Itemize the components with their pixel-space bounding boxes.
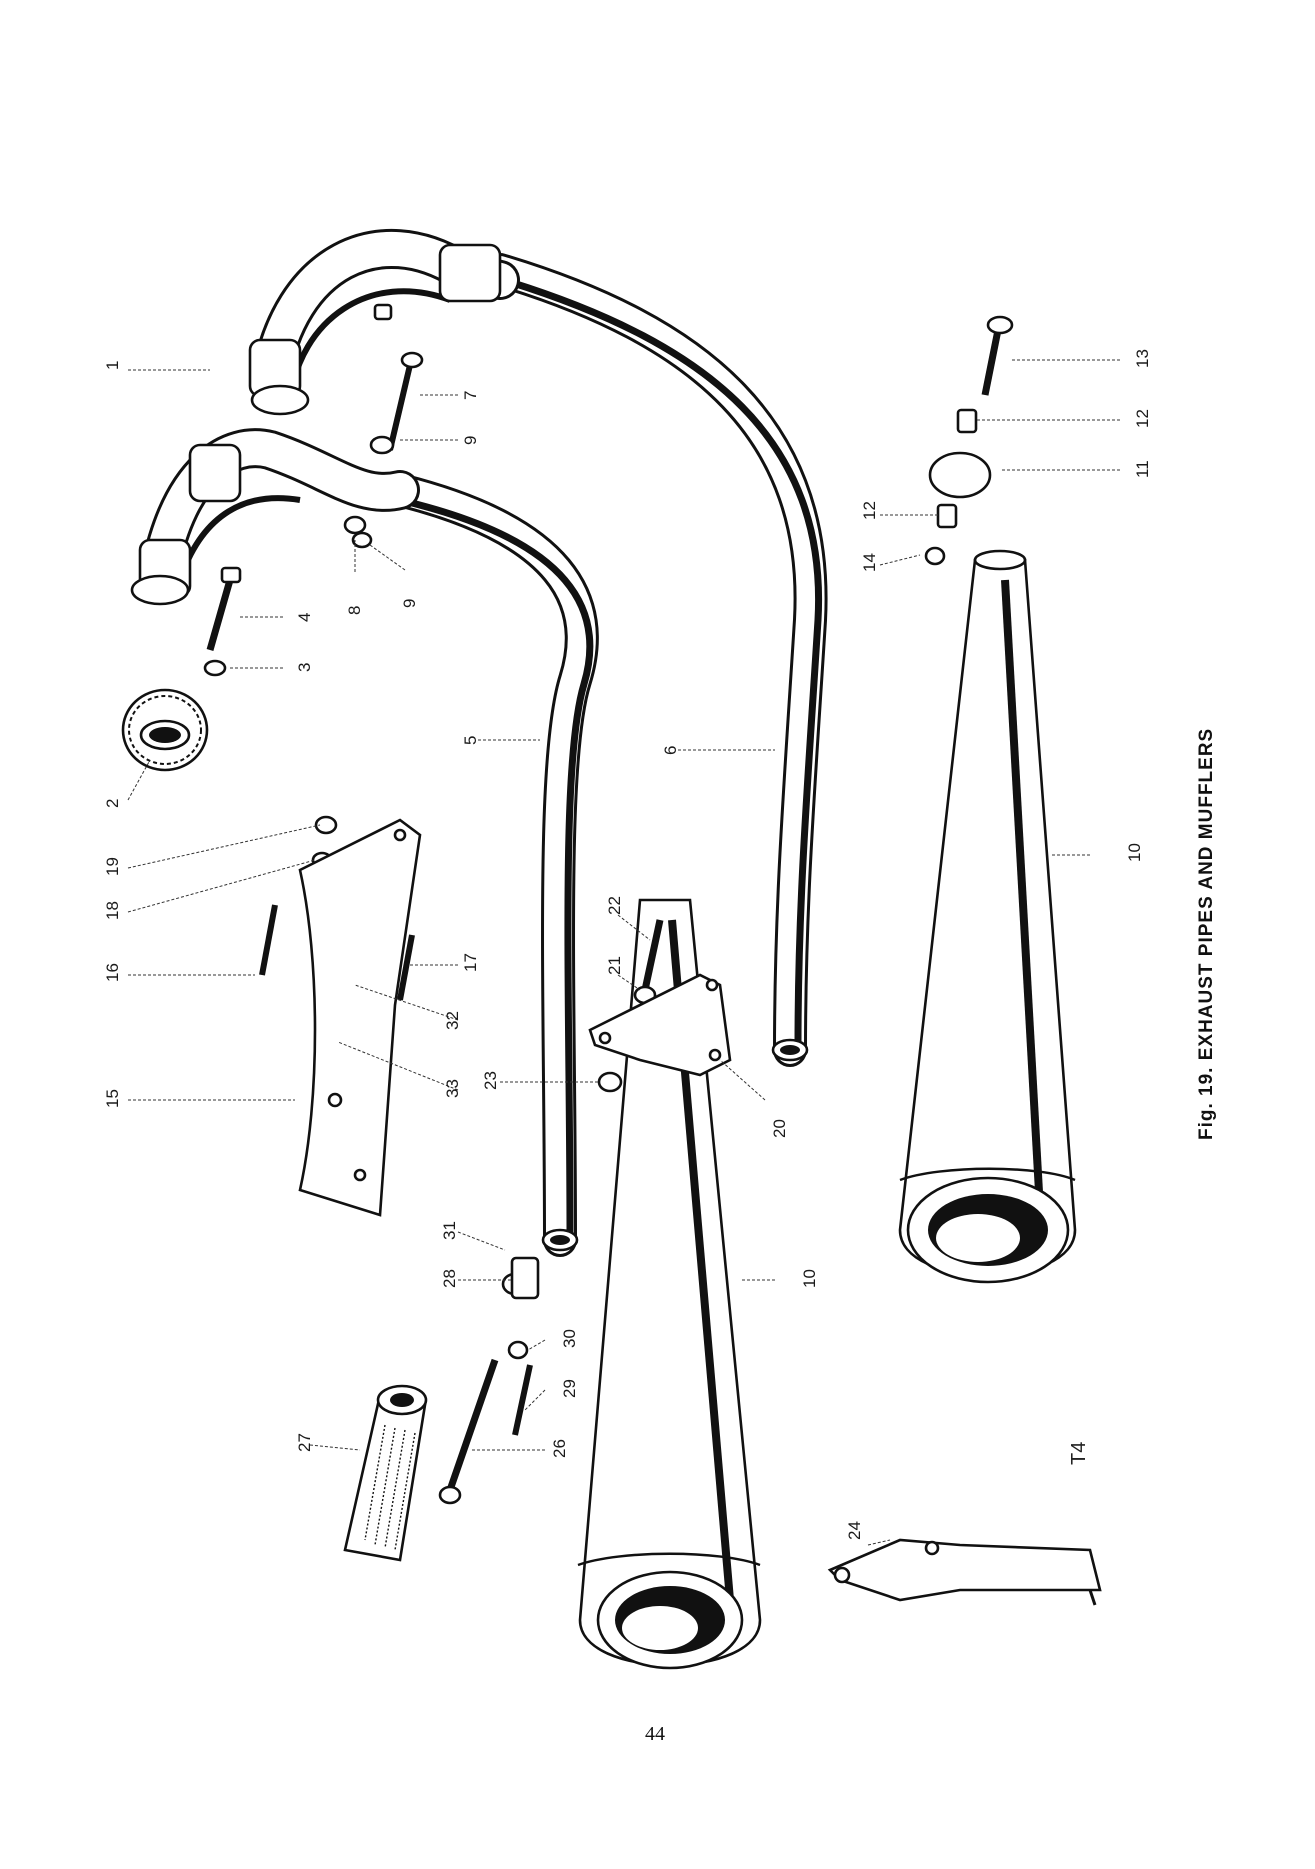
callout-5: 5 (461, 736, 480, 745)
muffler-10-right (898, 549, 1077, 1284)
callout-20: 20 (770, 1119, 789, 1138)
stay-24 (827, 1538, 1102, 1606)
callout-33: 33 (443, 1079, 462, 1098)
callout-12-upper: 12 (1133, 409, 1152, 428)
callout-4: 4 (295, 613, 314, 622)
callout-10-left: 10 (800, 1269, 819, 1288)
callout-23: 23 (481, 1071, 500, 1090)
figure-caption: Fig. 19. EXHAUST PIPES AND MUFFLERS (1196, 728, 1217, 1140)
page-number: 44 (645, 1723, 665, 1745)
callout-22: 22 (605, 896, 624, 915)
callout-9-upper: 9 (461, 436, 480, 445)
callout-16: 16 (103, 963, 122, 982)
callout-1: 1 (103, 361, 122, 370)
bracket-plate-15 (298, 818, 422, 1217)
exhaust-pipe-5 (383, 473, 599, 1257)
callout-17: 17 (461, 953, 480, 972)
callout-15: 15 (103, 1089, 122, 1108)
callout-12-lower: 12 (860, 501, 879, 520)
callout-32: 32 (443, 1011, 462, 1030)
callout-30: 30 (560, 1329, 579, 1348)
footrest-rubber-27 (343, 1384, 428, 1562)
callout-8: 8 (345, 606, 364, 615)
callout-28: 28 (440, 1269, 459, 1288)
muffler-bracket-20 (588, 973, 732, 1077)
callout-21: 21 (605, 956, 624, 975)
finned-clamp-2 (121, 688, 209, 772)
callout-11: 11 (1133, 460, 1152, 478)
callout-26: 26 (550, 1439, 569, 1458)
muffler-10-left (577, 898, 762, 1670)
callout-27: 27 (295, 1433, 314, 1452)
callout-14: 14 (860, 553, 879, 572)
drawing-code: T4 (1068, 1442, 1090, 1465)
callout-31: 31 (440, 1221, 459, 1240)
callout-7: 7 (461, 391, 480, 400)
exhaust-pipe-6 (483, 253, 828, 1067)
hardware (203, 303, 1014, 1505)
callout-3: 3 (295, 663, 314, 672)
callout-13: 13 (1133, 349, 1152, 368)
callout-19: 19 (103, 857, 122, 876)
callout-6: 6 (661, 746, 680, 755)
leader-lines (127, 359, 1120, 1546)
callout-labels: 1 2 3 4 5 6 7 8 9 9 10 10 11 12 12 13 14… (103, 349, 1152, 1540)
callout-9-lower: 9 (400, 599, 419, 608)
header-pipe-1 (130, 228, 520, 606)
callout-2: 2 (103, 799, 122, 808)
callout-24: 24 (845, 1521, 864, 1540)
callout-29: 29 (560, 1379, 579, 1398)
callout-10-right: 10 (1125, 843, 1144, 862)
callout-18: 18 (103, 901, 122, 920)
